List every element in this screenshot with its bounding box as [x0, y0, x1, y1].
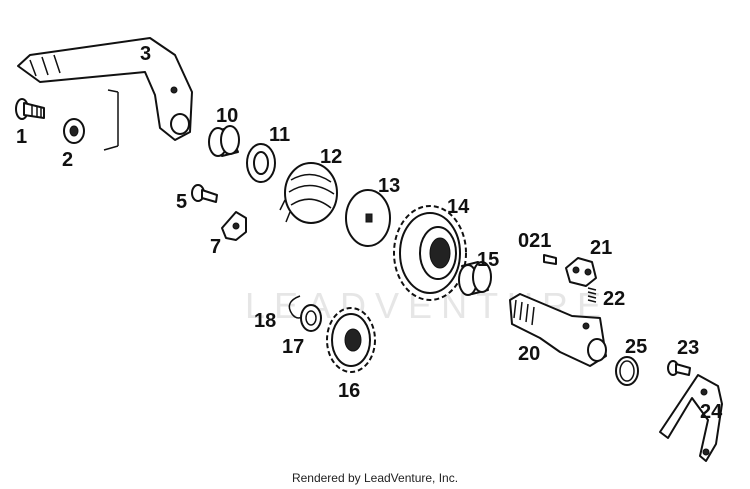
callout-22: 22 [603, 288, 625, 310]
callout-1: 1 [16, 126, 27, 148]
callout-18: 18 [254, 310, 276, 332]
callout-24: 24 [700, 401, 723, 423]
part-11-ring [246, 143, 276, 183]
part-14-kick-gear [393, 205, 467, 301]
callout-14: 14 [447, 196, 470, 218]
part-15-needle-bearing [458, 261, 492, 296]
callout-25: 25 [625, 336, 647, 358]
callout-15: 15 [477, 249, 499, 271]
callout-16: 16 [338, 380, 360, 402]
callout-5: 5 [176, 191, 187, 213]
part-22-small-spring [587, 287, 597, 303]
part-23-screw [667, 360, 691, 376]
part-17-washer [300, 304, 322, 332]
callout-7: 7 [210, 236, 221, 258]
part-13-thrust-washer [345, 189, 391, 247]
part-5-screw [191, 184, 218, 203]
part-20-kick-shaft [509, 293, 607, 367]
callout-3: 3 [140, 43, 151, 65]
part-2-washer [63, 118, 85, 144]
callout-021: 021 [518, 230, 551, 252]
callout-13: 13 [378, 175, 400, 197]
callout-10: 10 [216, 105, 238, 127]
callout-17: 17 [282, 336, 304, 358]
part-3-kick-lever [17, 37, 193, 151]
part-021-pin [543, 254, 557, 265]
part-1-bolt [15, 98, 45, 120]
callout-23: 23 [677, 337, 699, 359]
footer-credit: Rendered by LeadVenture, Inc. [292, 471, 458, 485]
part-7-bracket [221, 211, 247, 241]
part-24-guide-plate [659, 374, 723, 462]
callout-11: 11 [269, 124, 290, 146]
callout-2: 2 [62, 149, 73, 171]
part-21-ratchet [565, 257, 597, 287]
part-25-circlip [615, 356, 639, 386]
part-12-spring [279, 162, 338, 224]
callout-21: 21 [590, 237, 612, 259]
part-10-bushing [208, 125, 240, 157]
callout-20: 20 [518, 343, 540, 365]
part-16-idler-gear [326, 307, 376, 373]
callout-12: 12 [320, 146, 342, 168]
